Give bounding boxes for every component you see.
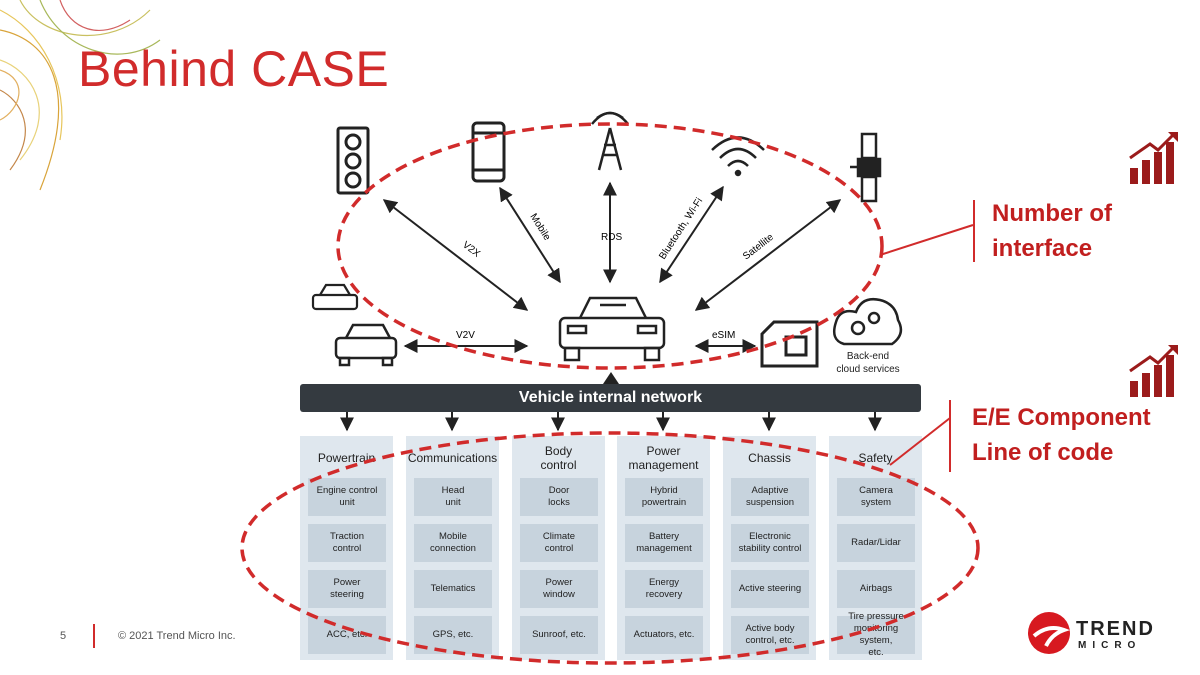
cloud-gears-icon	[833, 298, 903, 346]
growth-chart-icon	[1129, 132, 1178, 184]
traffic-light-icon	[336, 126, 370, 195]
footer-divider	[93, 624, 95, 648]
radio-tower-icon	[591, 111, 629, 171]
component-cell: Mobile connection	[414, 524, 492, 562]
component-cell: Tire pressure monitoring system, etc.	[837, 611, 915, 658]
callout-component: E/E Component Line of code	[972, 404, 1151, 466]
vehicle-network-bar: Vehicle internal network	[300, 384, 921, 412]
esim-label: eSIM	[712, 330, 735, 341]
callout-interface: Number of interface	[992, 200, 1112, 262]
column-heading: Safety	[858, 451, 893, 465]
satellite-label: Satellite	[741, 232, 776, 263]
column-heading: Power management	[628, 444, 699, 472]
component-cell: Airbags	[837, 570, 915, 608]
component-cell: Active steering	[731, 570, 809, 608]
component-cell: Sunroof, etc.	[520, 616, 598, 654]
component-cell: Battery management	[625, 524, 703, 562]
component-cell: Climate control	[520, 524, 598, 562]
decorative-swirl	[0, 0, 161, 191]
component-cell: Radar/Lidar	[837, 524, 915, 562]
small-car-icon	[311, 283, 359, 311]
growth-chart-icon-2	[1129, 345, 1178, 397]
component-cell: Active body control, etc.	[731, 616, 809, 654]
sim-card-icon	[760, 320, 819, 368]
smartphone-icon	[471, 121, 506, 183]
component-cell: Camera system	[837, 478, 915, 516]
component-cell: Traction control	[308, 524, 386, 562]
neighbor-car-icon	[334, 323, 398, 367]
component-cell: Telematics	[414, 570, 492, 608]
column-heading: Chassis	[748, 451, 791, 465]
logo-text-micro: MICRO	[1078, 640, 1142, 651]
component-cell: Engine control unit	[308, 478, 386, 516]
column-heading: Body control	[540, 444, 577, 472]
component-cell: GPS, etc.	[414, 616, 492, 654]
component-cell: Power steering	[308, 570, 386, 608]
logo-text-trend: TREND	[1076, 618, 1155, 640]
component-cell: Door locks	[520, 478, 598, 516]
component-cell: Electronic stability control	[731, 524, 809, 562]
trend-micro-logo-mark	[1028, 612, 1070, 654]
page-number: 5	[60, 630, 67, 642]
wifi-icon	[711, 136, 765, 177]
component-cell: Hybrid powertrain	[625, 478, 703, 516]
component-cell: ACC, etc.	[308, 616, 386, 654]
rds-label: RDS	[601, 232, 622, 243]
page-title: Behind CASE	[78, 41, 390, 97]
copyright: © 2021 Trend Micro Inc.	[118, 630, 236, 642]
component-cell: Power window	[520, 570, 598, 608]
component-cell: Energy recovery	[625, 570, 703, 608]
v2x-label: V2X	[460, 240, 482, 260]
component-cell: Head unit	[414, 478, 492, 516]
main-car-icon	[558, 296, 666, 362]
column-heading: Powertrain	[317, 451, 376, 465]
component-cell: Actuators, etc.	[625, 616, 703, 654]
component-cell: Adaptive suspension	[731, 478, 809, 516]
column-heading: Communications	[407, 451, 498, 465]
backend-label: Back-end cloud services	[836, 351, 900, 375]
bluetooth-wifi-label: Bluetooth, Wi-Fi	[657, 196, 705, 262]
v2v-label: V2V	[456, 330, 475, 341]
satellite-icon	[850, 132, 882, 203]
